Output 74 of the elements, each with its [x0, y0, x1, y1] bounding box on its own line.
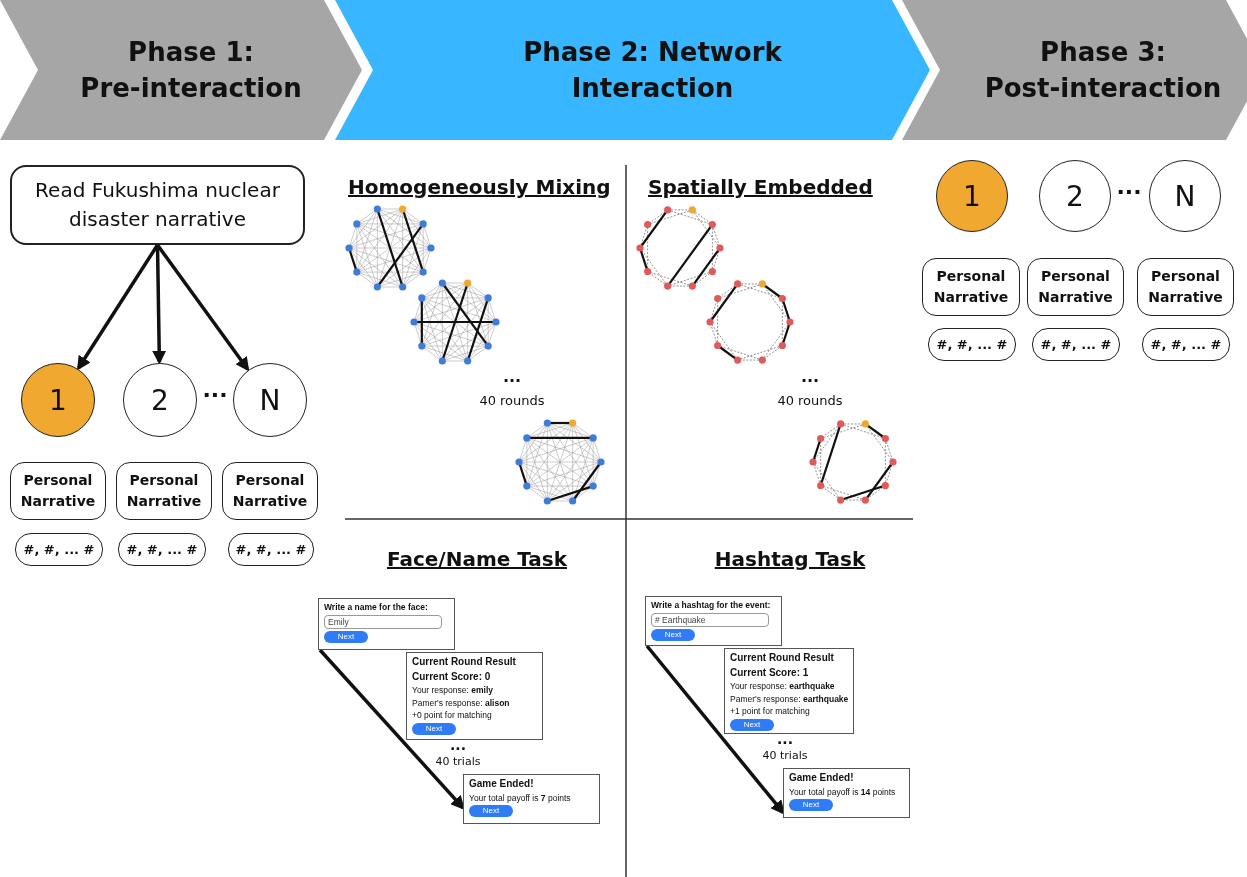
next-button: Next: [789, 799, 833, 812]
score-text: Current Score: 0: [412, 670, 492, 683]
phase-banner: [0, 0, 362, 140]
narrative-box: Read Fukushima nuclear disaster narrative: [10, 165, 305, 245]
hashtag-pill: #, #, ... #: [15, 533, 103, 566]
participant-circle: 1: [936, 160, 1008, 232]
participant-circle: 1: [21, 363, 95, 437]
phase-title: Phase 2: Network Interaction: [522, 35, 783, 105]
result-text: Pamer's response: alison: [412, 697, 511, 709]
result-text: Your total payoff is 14 points: [789, 786, 897, 798]
personal-narrative-box: Personal Narrative: [222, 462, 318, 520]
ellipsis: ...: [1115, 175, 1143, 200]
result-text: Your response: emily: [412, 685, 494, 696]
hashtag-pill: #, #, ... #: [118, 533, 206, 566]
personal-narrative-box: Personal Narrative: [1027, 258, 1124, 316]
next-button: Next: [324, 631, 368, 644]
screen-card: [318, 598, 455, 650]
arrow: [645, 644, 785, 815]
result-text: Your response: earthquake: [730, 681, 836, 692]
participant-circle: 2: [123, 363, 197, 437]
result-heading: Game Ended!: [469, 778, 535, 791]
input-field: Emily: [324, 614, 442, 630]
result-dialog: [724, 648, 854, 734]
arrow: [152, 244, 167, 365]
hashtag-pill: #, #, ... #: [928, 328, 1016, 361]
section-heading: Spatially Embedded: [648, 176, 873, 198]
round-count-label: 40 rounds: [776, 394, 844, 409]
personal-narrative-box: Personal Narrative: [116, 462, 212, 520]
personal-narrative-box: Personal Narrative: [1137, 258, 1234, 316]
prompt-text: Write a name for the face:: [324, 602, 429, 613]
input-field: # Earthquake: [651, 612, 769, 628]
result-heading: Game Ended!: [789, 772, 855, 785]
result-heading: Current Round Result: [730, 652, 835, 665]
ellipsis: ...: [201, 378, 229, 403]
phase-banner: [335, 0, 930, 140]
next-button: Next: [651, 629, 695, 642]
ellipsis: ...: [799, 368, 821, 386]
participant-circle: N: [1149, 160, 1221, 232]
trial-count-label: 40 trials: [761, 750, 809, 763]
hashtag-pill: #, #, ... #: [228, 533, 314, 566]
result-text: +1 point for matching: [730, 706, 811, 717]
section-heading: Hashtag Task: [713, 548, 867, 570]
arrow: [318, 648, 465, 810]
participant-circle: N: [233, 363, 307, 437]
personal-narrative-box: Personal Narrative: [10, 462, 106, 520]
next-button: Next: [469, 805, 513, 818]
next-button: Next: [730, 718, 774, 731]
game-over-dialog: [463, 774, 600, 824]
round-count-label: 40 rounds: [478, 394, 546, 409]
ellipsis: ...: [501, 368, 523, 386]
prompt-text: Write a hashtag for the event:: [651, 600, 772, 611]
score-text: Current Score: 1: [730, 666, 810, 679]
section-heading: Face/Name Task: [385, 548, 569, 570]
result-text: Your total payoff is 7 points: [469, 792, 572, 804]
result-dialog: [406, 652, 543, 740]
arrow: [77, 244, 159, 371]
result-text: Pamer's response: earthquake: [730, 693, 848, 705]
phase-banner: [902, 0, 1247, 140]
result-heading: Current Round Result: [412, 656, 517, 669]
section-heading: Homogeneously Mixing: [348, 176, 611, 198]
phase-title: Phase 1: Pre-interaction: [79, 35, 303, 105]
hashtag-pill: #, #, ... #: [1032, 328, 1120, 361]
game-over-dialog: [783, 768, 910, 818]
next-button: Next: [412, 722, 456, 735]
hashtag-pill: #, #, ... #: [1142, 328, 1230, 361]
phase-title: Phase 3: Post-interaction: [983, 35, 1223, 105]
arrow: [156, 243, 250, 372]
personal-narrative-box: Personal Narrative: [922, 258, 1020, 316]
result-text: +0 point for matching: [412, 710, 493, 721]
ellipsis: ...: [776, 732, 794, 748]
ellipsis: ...: [449, 738, 467, 754]
screen-card: [645, 596, 782, 646]
trial-count-label: 40 trials: [434, 756, 482, 769]
participant-circle: 2: [1039, 160, 1111, 232]
